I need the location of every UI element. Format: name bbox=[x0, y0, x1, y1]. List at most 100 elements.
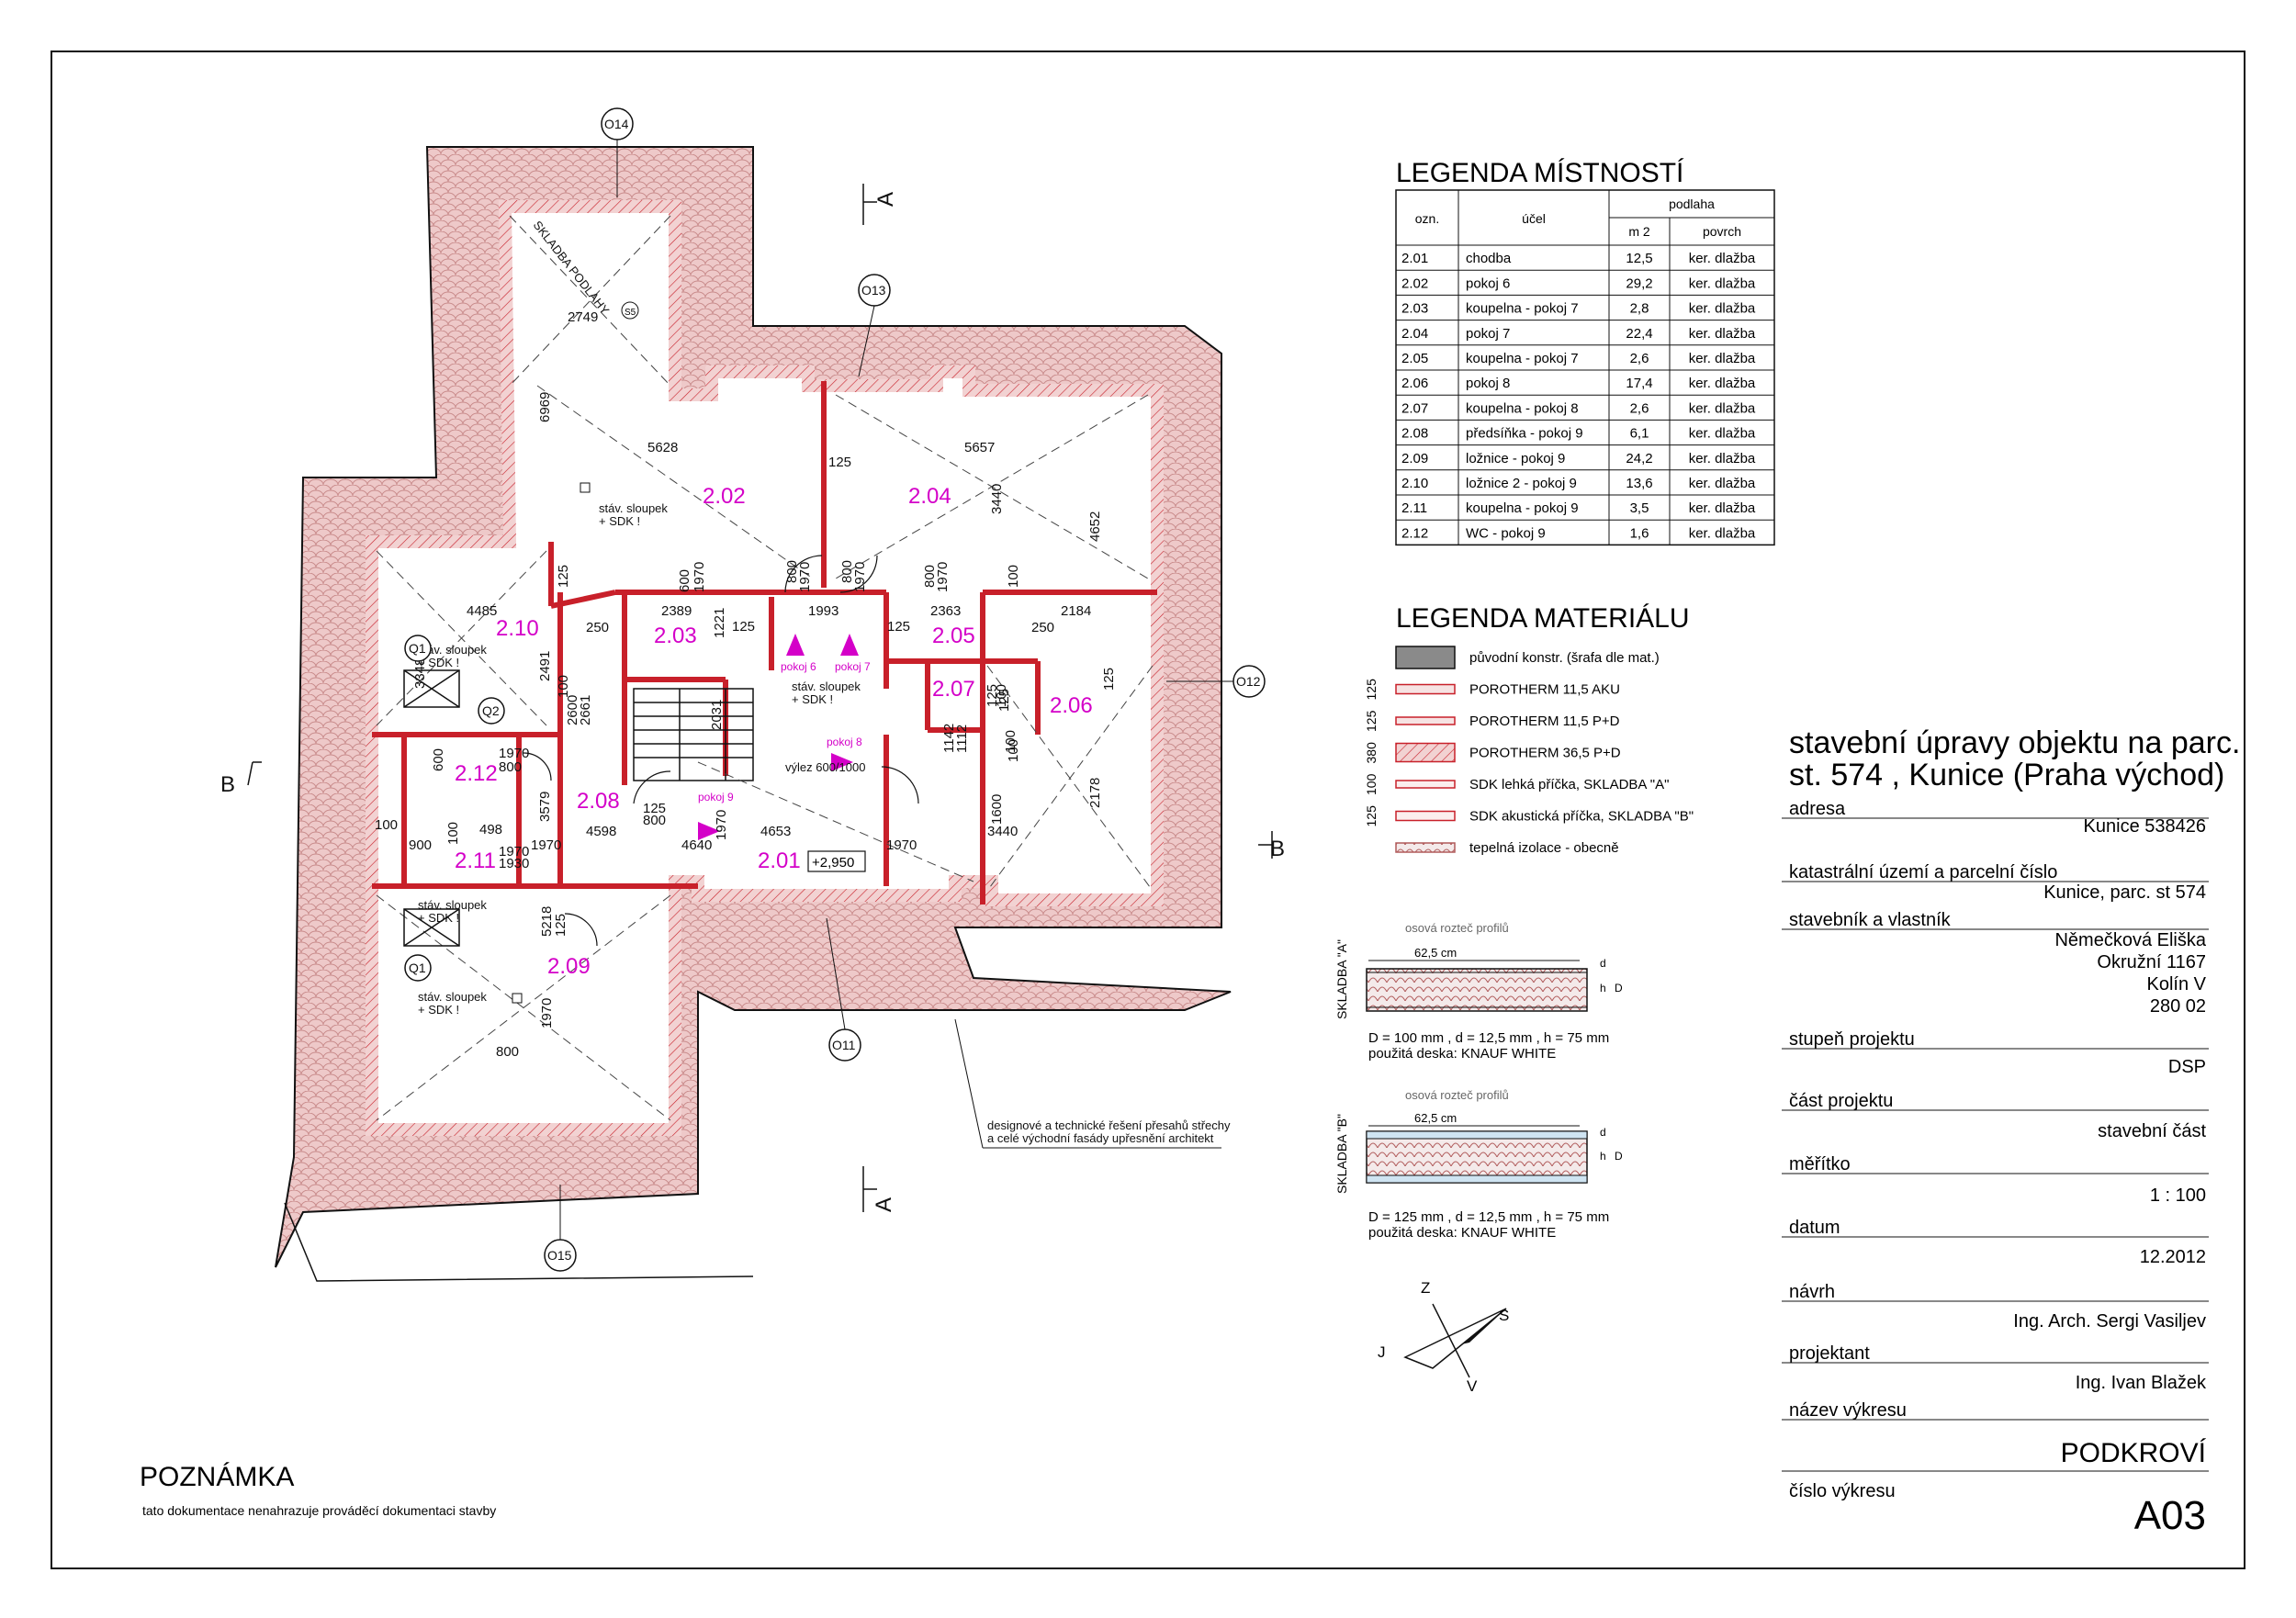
dimension: 1970 bbox=[714, 810, 729, 840]
cell-purpose: koupelna - pokoj 9 bbox=[1466, 500, 1579, 516]
composition-board: použitá deska: KNAUF WHITE bbox=[1368, 1225, 1556, 1241]
cell-area: 17,4 bbox=[1626, 376, 1652, 391]
legend-materials-title: LEGENDA MATERIÁLU bbox=[1396, 603, 1690, 634]
material-label: SDK lehká příčka, SKLADBA "A" bbox=[1469, 777, 1669, 792]
composition-name: SKLADBA "B" bbox=[1334, 1114, 1349, 1194]
dimension: 600 bbox=[677, 569, 692, 592]
cell-area: 2,8 bbox=[1630, 301, 1649, 317]
note: výlez 600/1000 bbox=[785, 760, 865, 774]
field-value: DSP bbox=[2168, 1057, 2206, 1077]
cell-area: 2,6 bbox=[1630, 400, 1649, 416]
dimension: 100 bbox=[375, 817, 398, 833]
dimension: 2178 bbox=[1087, 778, 1103, 808]
dimension: 100 bbox=[994, 684, 1009, 707]
material-label: původní konstr. (šrafa dle mat.) bbox=[1469, 650, 1660, 666]
cell-id: 2.06 bbox=[1401, 376, 1428, 391]
field-value: 12.2012 bbox=[2140, 1247, 2206, 1267]
room-label: 2.09 bbox=[547, 954, 591, 979]
cell-id: 2.05 bbox=[1401, 351, 1428, 366]
field-label: datum bbox=[1789, 1218, 1840, 1238]
cell-area: 24,2 bbox=[1626, 451, 1652, 466]
cell-surface: ker. dlažba bbox=[1689, 426, 1756, 442]
floor-plan: 2.02 2.04 2.10 2.03 2.05 2.07 2.06 2.12 … bbox=[220, 107, 1285, 1282]
dimension: 1970 bbox=[531, 837, 561, 853]
floor-ref-marker bbox=[621, 301, 639, 320]
cell-id: 2.11 bbox=[1401, 500, 1427, 516]
header-surface: povrch bbox=[1703, 224, 1741, 239]
staircase bbox=[633, 688, 754, 781]
sheet-border bbox=[51, 51, 2245, 1569]
cell-purpose: chodba bbox=[1466, 251, 1512, 266]
dimension: 100 bbox=[556, 675, 571, 698]
dimension: 1993 bbox=[808, 603, 838, 619]
dimension: 250 bbox=[586, 620, 609, 635]
dimension: 1930 bbox=[499, 856, 529, 871]
cell-id: 2.02 bbox=[1401, 275, 1428, 291]
note: stáv. sloupek bbox=[599, 501, 668, 515]
dimension: 2661 bbox=[578, 695, 593, 725]
material-thickness: 125 bbox=[1364, 805, 1379, 827]
note: + SDK ! bbox=[418, 1003, 459, 1017]
material-swatch bbox=[1395, 683, 1456, 695]
section-label: B bbox=[1270, 837, 1285, 861]
dimension: 1221 bbox=[712, 608, 727, 638]
roof-windows bbox=[403, 669, 460, 947]
note: stáv. sloupek bbox=[418, 898, 487, 912]
comp-letter: h bbox=[1600, 1150, 1606, 1163]
dimension: 4485 bbox=[467, 603, 497, 619]
title-block: stavební úpravy objektu na parc. st. 574… bbox=[1782, 725, 2240, 1538]
material-swatch bbox=[1395, 842, 1456, 853]
material-swatch bbox=[1395, 780, 1456, 789]
dimension: 2184 bbox=[1061, 603, 1091, 619]
owner-line: Okružní 1167 bbox=[2097, 952, 2206, 972]
drawing-name: PODKROVÍ bbox=[2061, 1438, 2207, 1468]
marker: O15 bbox=[547, 1248, 572, 1263]
room-label: 2.01 bbox=[758, 848, 801, 873]
dimension: 4598 bbox=[586, 824, 616, 839]
entry-label: pokoj 8 bbox=[827, 736, 862, 748]
dimension: 900 bbox=[409, 837, 432, 853]
comp-letter: d bbox=[1600, 1126, 1606, 1139]
comp-letter: d bbox=[1600, 957, 1606, 970]
level-box bbox=[807, 850, 866, 872]
cell-purpose: koupelna - pokoj 8 bbox=[1466, 400, 1579, 416]
room-labels: 2.02 2.04 2.10 2.03 2.05 2.07 2.06 2.12 … bbox=[455, 484, 1093, 979]
dimension: 800 bbox=[922, 565, 938, 588]
entry-label: pokoj 7 bbox=[835, 660, 871, 673]
entry-label: pokoj 9 bbox=[698, 791, 734, 803]
cell-purpose: koupelna - pokoj 7 bbox=[1466, 301, 1579, 317]
note: + SDK ! bbox=[792, 692, 833, 706]
field-value: 1 : 100 bbox=[2150, 1185, 2206, 1206]
dimension: 100 bbox=[1006, 565, 1021, 588]
dimension: 125 bbox=[828, 455, 851, 470]
field-value: Kunice 538426 bbox=[2084, 816, 2206, 837]
dimension: 800 bbox=[496, 1044, 519, 1060]
dimension: 1970 bbox=[852, 562, 868, 592]
dimension: 800 bbox=[784, 560, 800, 583]
dimension: 1970 bbox=[539, 998, 555, 1028]
dimension: 3440 bbox=[989, 484, 1005, 514]
dimension: 2389 bbox=[661, 603, 692, 619]
cell-surface: ker. dlažba bbox=[1689, 251, 1756, 266]
dimension: 1970 bbox=[692, 562, 707, 592]
cell-purpose: pokoj 7 bbox=[1466, 326, 1510, 342]
drawing-number: A03 bbox=[2134, 1493, 2206, 1538]
material-thickness: 380 bbox=[1364, 742, 1379, 764]
door-swings bbox=[523, 555, 919, 947]
marker: Q1 bbox=[409, 641, 426, 656]
entry-label: pokoj 6 bbox=[781, 660, 816, 673]
dimension: 1970 bbox=[499, 844, 529, 860]
dimension: 2363 bbox=[930, 603, 961, 619]
owner-line: Kolín V bbox=[2147, 974, 2207, 994]
material-label: POROTHERM 11,5 AKU bbox=[1469, 682, 1620, 698]
owner-line: 280 02 bbox=[2150, 996, 2206, 1017]
dimension: 125 bbox=[732, 619, 755, 635]
dimension: 1970 bbox=[886, 837, 917, 853]
dimension: 800 bbox=[499, 759, 522, 775]
field-value: Ing. Ivan Blažek bbox=[2076, 1373, 2207, 1393]
material-thickness: 100 bbox=[1364, 773, 1379, 795]
marker-labels: O14 O13 O12 O11 O15 Q1 Q2 Q1 bbox=[409, 117, 1261, 1263]
room-label: 2.04 bbox=[908, 484, 951, 509]
